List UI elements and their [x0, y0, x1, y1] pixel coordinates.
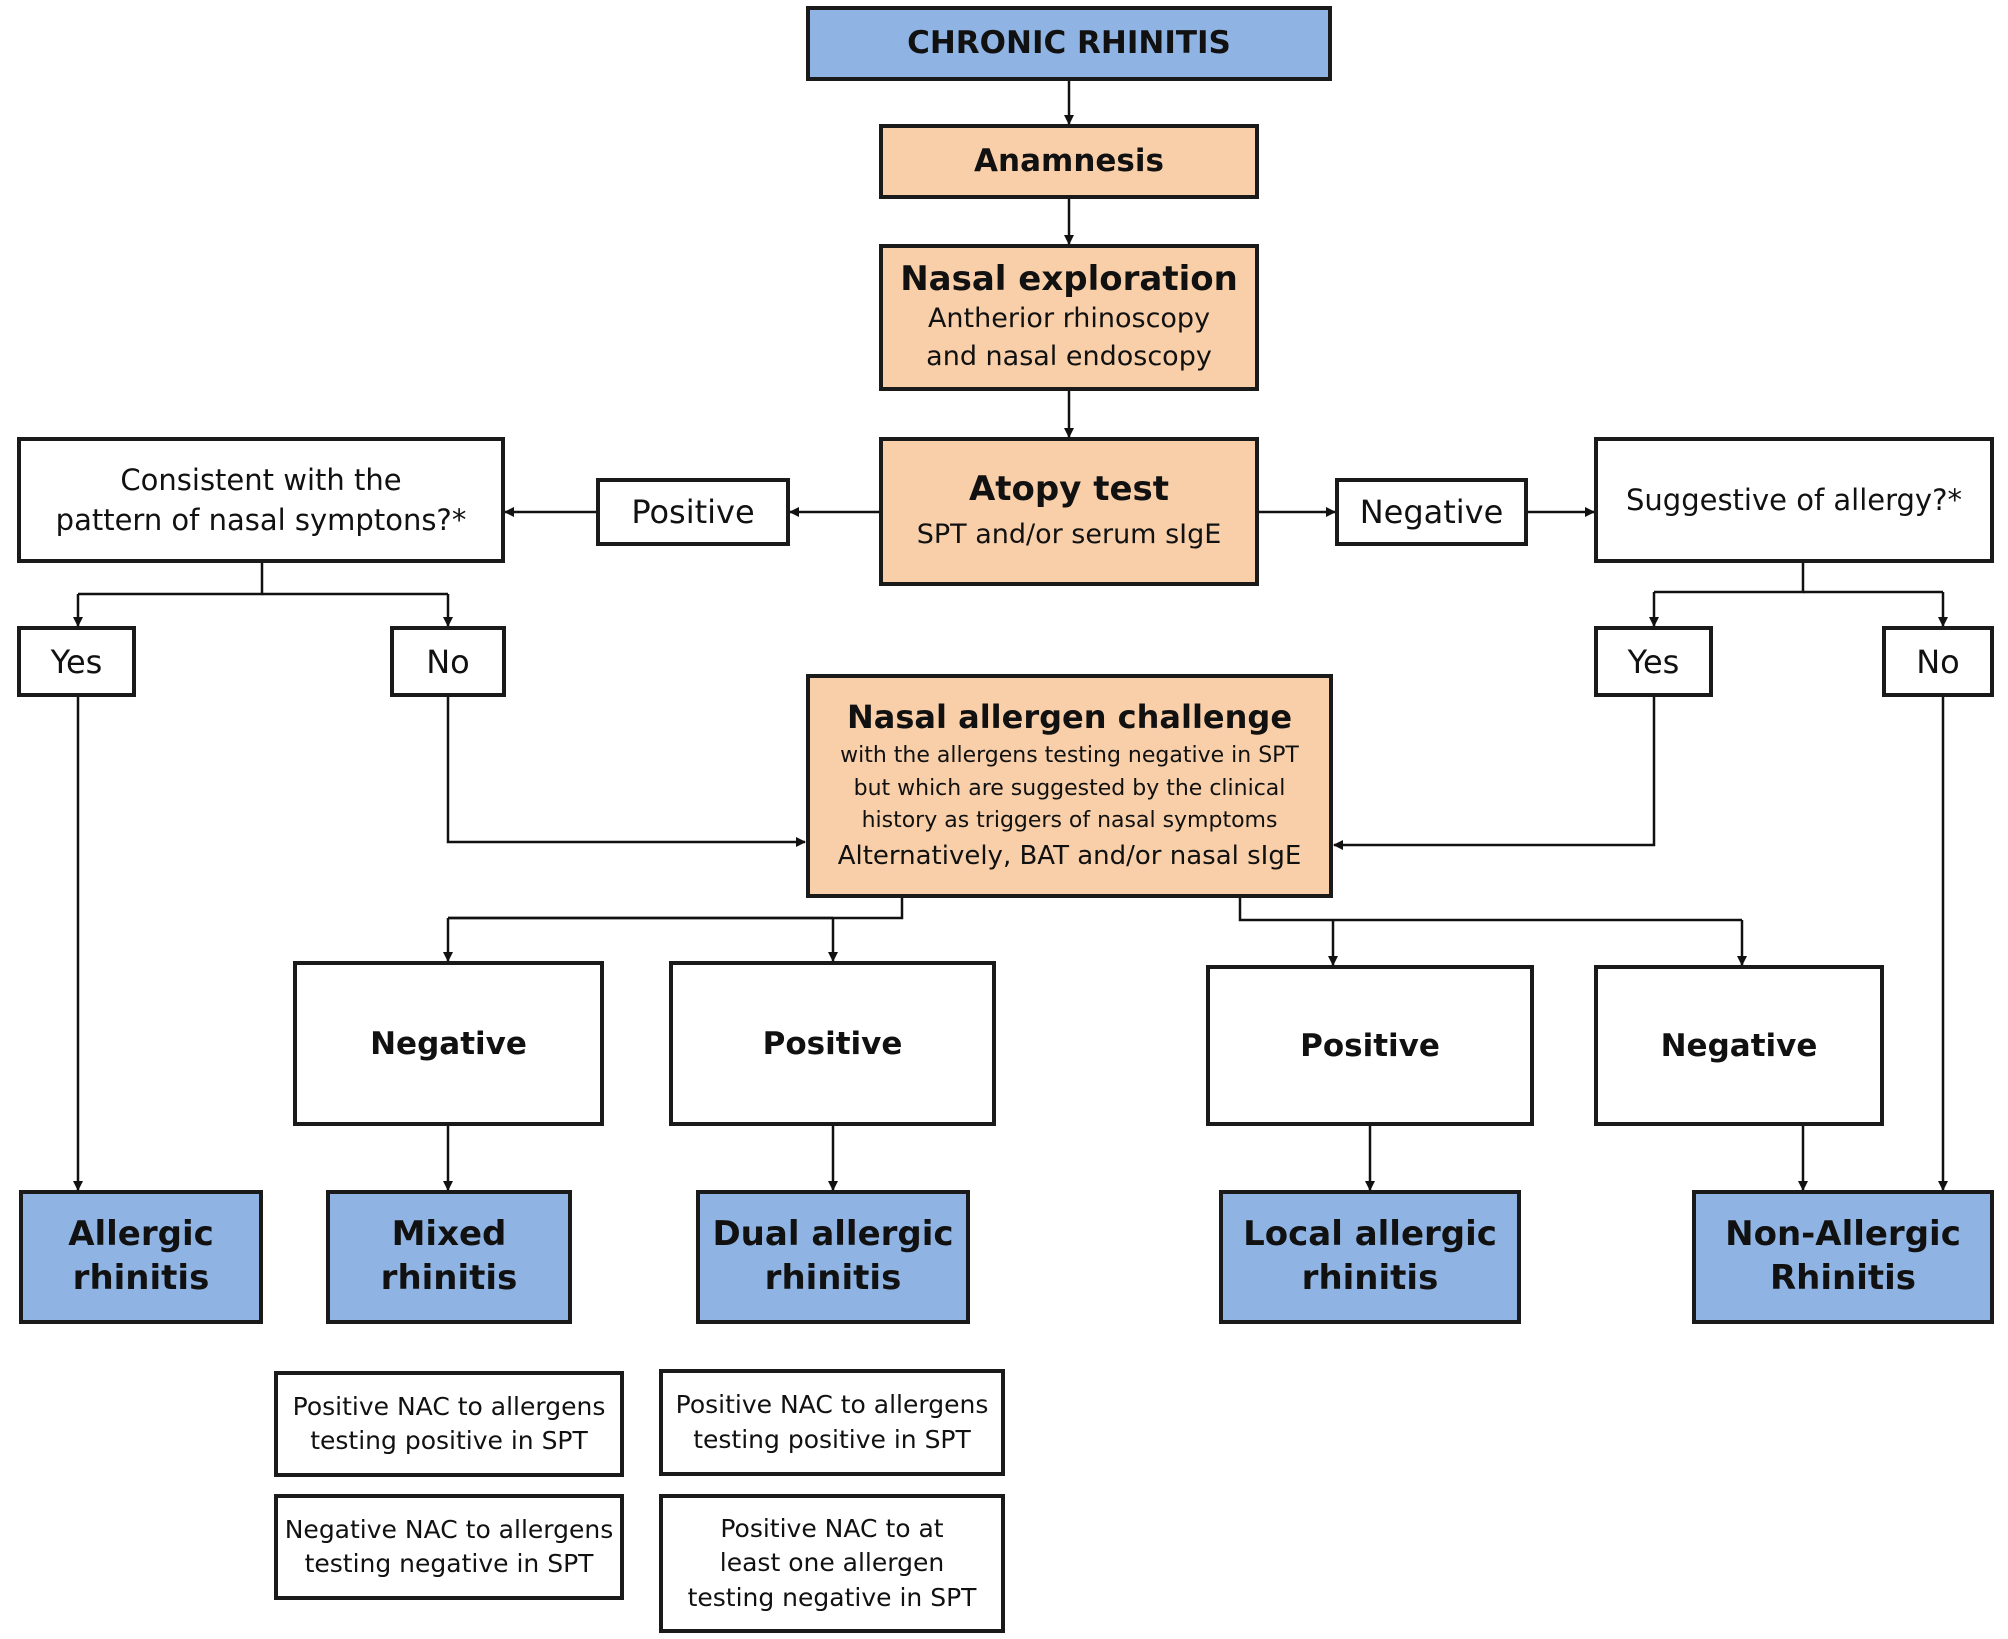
- left-yes-label: Yes: [50, 642, 103, 681]
- nasal-exploration-title: Nasal exploration: [900, 259, 1238, 300]
- left-yes-box: Yes: [17, 626, 136, 697]
- dual-note-2-line2: least one allergen: [719, 1548, 945, 1578]
- consistent-question-line2: pattern of nasal symptons?*: [55, 503, 467, 537]
- atopy-positive-box: Positive: [596, 478, 790, 546]
- dx-dual-line1: Dual allergic: [712, 1214, 954, 1255]
- nasal-allergen-challenge-box: Nasal allergen challenge with the allerg…: [806, 674, 1333, 898]
- outcome-positive-2-label: Positive: [1300, 1027, 1440, 1064]
- chronic-rhinitis-label: CHRONIC RHINITIS: [907, 24, 1231, 61]
- nasal-exploration-line1: Antherior rhinoscopy: [927, 303, 1211, 335]
- mixed-note-1-line2: testing positive in SPT: [310, 1426, 588, 1455]
- dual-note-2-box: Positive NAC to at least one allergen te…: [659, 1494, 1005, 1633]
- dx-local-line1: Local allergic: [1243, 1214, 1497, 1255]
- dual-note-1-box: Positive NAC to allergens testing positi…: [659, 1369, 1005, 1476]
- dx-mixed-line2: rhinitis: [380, 1258, 518, 1298]
- atopy-test-sub: SPT and/or serum sIgE: [916, 519, 1222, 550]
- atopy-negative-box: Negative: [1335, 478, 1528, 546]
- consistent-question-box: Consistent with the pattern of nasal sym…: [17, 437, 505, 563]
- outcome-positive-1-box: Positive: [669, 961, 996, 1126]
- nac-line4: Alternatively, BAT and/or nasal sIgE: [837, 840, 1302, 871]
- left-no-label: No: [426, 642, 470, 681]
- dual-note-1-line1: Positive NAC to allergens: [675, 1390, 989, 1419]
- consistent-question-line1: Consistent with the: [120, 462, 402, 497]
- atopy-test-title: Atopy test: [968, 469, 1170, 510]
- atopy-test-box: Atopy test SPT and/or serum sIgE: [879, 437, 1259, 586]
- outcome-negative-1-label: Negative: [370, 1025, 527, 1062]
- mixed-note-2-line2: testing negative in SPT: [304, 1549, 594, 1578]
- dx-non-allergic-box: Non-Allergic Rhinitis: [1692, 1190, 1994, 1324]
- dx-local-allergic-box: Local allergic rhinitis: [1219, 1190, 1521, 1324]
- outcome-positive-1-label: Positive: [762, 1025, 903, 1062]
- right-yes-label: Yes: [1627, 642, 1680, 681]
- dx-mixed-line1: Mixed: [391, 1214, 507, 1255]
- nac-line2: but which are suggested by the clinical: [853, 775, 1286, 801]
- left-no-box: No: [390, 626, 506, 697]
- dx-local-line2: rhinitis: [1301, 1258, 1439, 1298]
- outcome-negative-2-box: Negative: [1594, 965, 1884, 1126]
- line-nac-right-branch: [1238, 898, 1333, 922]
- dx-dual-allergic-box: Dual allergic rhinitis: [696, 1190, 970, 1324]
- line-consistent-split: [78, 563, 264, 596]
- dx-allergic-line1: Allergic: [68, 1214, 214, 1255]
- dx-nonallergic-line2: Rhinitis: [1769, 1258, 1917, 1298]
- anamnesis-box: Anamnesis: [879, 124, 1259, 199]
- mixed-note-1-line1: Positive NAC to allergens: [292, 1391, 606, 1421]
- dual-note-2-line1: Positive NAC to at: [720, 1513, 944, 1543]
- suggestive-question-label: Suggestive of allergy?*: [1626, 482, 1962, 517]
- line-suggestive-split: [1654, 563, 1805, 594]
- nac-title: Nasal allergen challenge: [846, 697, 1293, 736]
- mixed-note-2-line1: Negative NAC to allergens: [284, 1514, 614, 1544]
- nasal-exploration-box: Nasal exploration Antherior rhinoscopy a…: [879, 244, 1259, 391]
- dx-mixed-rhinitis-box: Mixed rhinitis: [326, 1190, 572, 1324]
- dx-dual-line2: rhinitis: [764, 1258, 902, 1298]
- mixed-note-1-box: Positive NAC to allergens testing positi…: [274, 1371, 624, 1477]
- right-no-label: No: [1916, 642, 1960, 681]
- outcome-positive-2-box: Positive: [1206, 965, 1534, 1126]
- suggestive-question-box: Suggestive of allergy?*: [1594, 437, 1994, 563]
- dx-nonallergic-line1: Non-Allergic: [1725, 1214, 1961, 1255]
- dx-allergic-line2: rhinitis: [72, 1258, 210, 1298]
- chronic-rhinitis-box: CHRONIC RHINITIS: [806, 6, 1332, 81]
- nasal-exploration-line2: and nasal endoscopy: [926, 340, 1212, 372]
- outcome-negative-2-label: Negative: [1660, 1027, 1818, 1064]
- atopy-negative-label: Negative: [1359, 493, 1504, 531]
- nac-line1: with the allergens testing negative in S…: [840, 743, 1299, 769]
- dual-note-1-line2: testing positive in SPT: [693, 1424, 971, 1454]
- anamnesis-label: Anamnesis: [974, 142, 1164, 179]
- nac-line3: history as triggers of nasal symptoms: [861, 808, 1278, 834]
- outcome-negative-1-box: Negative: [293, 961, 604, 1126]
- atopy-positive-label: Positive: [631, 493, 755, 531]
- right-yes-box: Yes: [1594, 626, 1713, 697]
- line-nac-left-branch: [448, 898, 904, 920]
- dx-allergic-rhinitis-box: Allergic rhinitis: [19, 1190, 263, 1324]
- arrow-no-to-nac: [446, 697, 806, 847]
- mixed-note-2-box: Negative NAC to allergens testing negati…: [274, 1494, 624, 1600]
- right-no-box: No: [1882, 626, 1994, 697]
- dual-note-2-line3: testing negative in SPT: [687, 1582, 977, 1612]
- arrow-yes-to-nac: [1333, 697, 1656, 850]
